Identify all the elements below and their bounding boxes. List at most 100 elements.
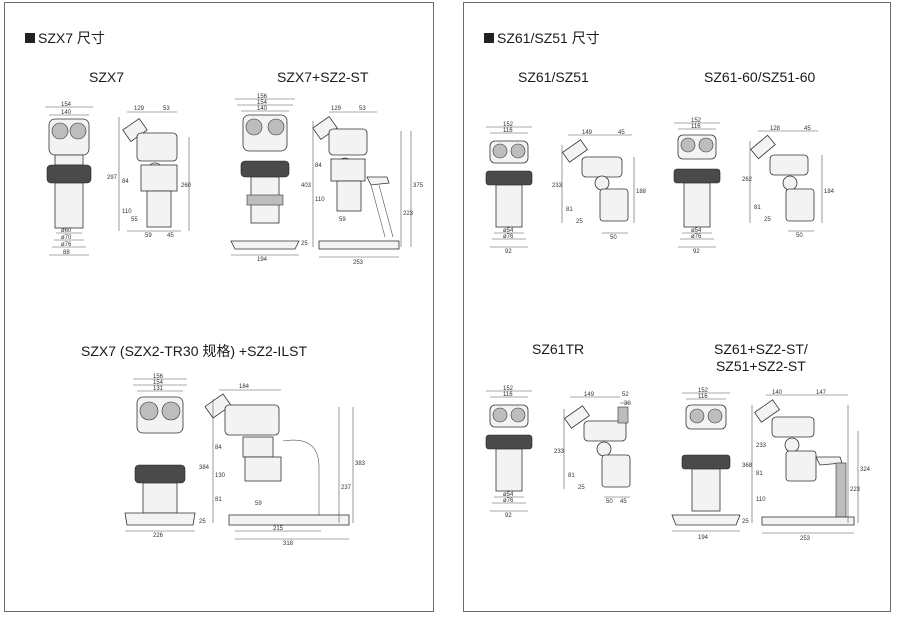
sz61-section-title-text: SZ61/SZ51 尺寸	[497, 30, 600, 46]
dim-text: 233	[552, 183, 563, 189]
dim-text: 152	[698, 388, 709, 394]
dim-text: 53	[359, 106, 366, 112]
dim-text: 223	[403, 211, 414, 217]
dim-text: 384	[199, 465, 210, 471]
dim-text: 59	[255, 501, 262, 507]
drawing-szx7-front: 154 140 ø60 ø70 ø76 88	[39, 102, 99, 263]
dim-text: 215	[273, 526, 284, 532]
model-label-szx7-st: SZX7+SZ2-ST	[277, 69, 369, 85]
dim-text: 92	[693, 249, 700, 255]
dim-text: 25	[764, 217, 771, 223]
dim-text: 260	[181, 183, 192, 189]
dim-text: 50	[610, 235, 617, 241]
dim-text: 45	[620, 499, 627, 505]
dim-text: ø76	[61, 242, 72, 248]
szx7-side-svg: 129 53 297 84 260 110 55 59 45	[107, 106, 192, 239]
dim-text: 81	[566, 207, 573, 213]
dim-text: 84	[215, 445, 222, 451]
dim-text: 156	[257, 94, 268, 100]
square-bullet-icon	[25, 33, 35, 43]
dim-text: 81	[215, 497, 222, 503]
sz61-st-side-svg: 140 147 368 233 324 81 223 110 25 253	[742, 390, 871, 542]
dim-text: 152	[503, 122, 514, 128]
dim-text: 81	[568, 473, 575, 479]
szx7-st-front-svg: 156 154 140 194	[230, 94, 300, 263]
sz61tr-side-svg: 149 52 30 233 81 25 50 45	[554, 392, 631, 505]
dim-text: 84	[315, 163, 322, 169]
dim-text: 140	[772, 390, 783, 396]
dim-text: 55	[131, 217, 138, 223]
dim-text: 92	[505, 249, 512, 255]
model-label-sz61-st-line1: SZ61+SZ2-ST/	[714, 341, 808, 357]
szx7-dimensions-panel: SZX7 尺寸 SZX7 SZX7+SZ2-ST SZX7 (SZX2-TR30…	[4, 2, 434, 612]
model-label-szx7-ilst: SZX7 (SZX2-TR30 规格) +SZ2-ILST	[81, 343, 307, 359]
dim-text: 50	[606, 499, 613, 505]
dim-text: 116	[698, 394, 708, 400]
square-bullet-icon	[484, 33, 494, 43]
dim-text: 262	[742, 177, 753, 183]
drawing-sz61-st-side: 140 147 368 233 324 81 223 110 25 253	[742, 390, 871, 542]
dim-text: 147	[816, 390, 827, 396]
dim-text: 130	[215, 473, 226, 479]
dim-text: 110	[122, 209, 132, 215]
dim-text: 233	[554, 449, 565, 455]
drawing-sz61tr-front: 152 116 ø54 ø76 92	[482, 386, 536, 519]
dim-text: 59	[145, 233, 152, 239]
dim-text: ø54	[503, 228, 514, 234]
drawing-szx7-ilst-side: 184 84 130 384 81 59 383 237 25 215 318	[199, 384, 369, 547]
dim-text: 30	[624, 401, 631, 407]
szx7-front-svg: 154 140 ø60 ø70 ø76 88	[45, 102, 93, 256]
sz61-front-svg: 152 116 ø54 ø76 92	[485, 122, 533, 255]
dim-text: 324	[860, 467, 871, 473]
drawing-sz61-front: 152 116 ø54 ø76 92	[482, 122, 536, 255]
szx7-st-side-svg: 129 53 84 403 110 59 375 223 25 253	[301, 106, 424, 266]
dim-text: 149	[584, 392, 595, 398]
sz61-60-side-svg: 128 45 262 184 81 25 50	[742, 126, 835, 239]
dim-text: ø60	[61, 228, 72, 234]
model-label-szx7: SZX7	[89, 69, 125, 85]
dim-text: 45	[618, 130, 625, 136]
dim-text: 81	[754, 205, 761, 211]
dim-text: ø76	[691, 234, 702, 240]
dim-text: 297	[107, 175, 118, 181]
dim-text: 156	[153, 374, 164, 380]
dim-text: 25	[742, 519, 749, 525]
dim-text: 110	[315, 197, 325, 203]
dim-text: 194	[257, 257, 268, 263]
sz61-dimensions-panel: SZ61/SZ51 尺寸 SZ61/SZ51 SZ61-60/SZ51-60 S…	[463, 2, 891, 612]
dim-text: 25	[199, 519, 206, 525]
dim-text: 50	[796, 233, 803, 239]
dim-text: 152	[503, 386, 514, 392]
dim-text: 59	[339, 217, 346, 223]
dim-text: ø76	[503, 498, 514, 504]
szx7-section-title: SZX7 尺寸	[25, 28, 105, 48]
dim-text: 110	[756, 497, 766, 503]
dim-text: 383	[355, 461, 366, 467]
dim-text: 154	[257, 100, 268, 106]
dim-text: ø76	[503, 234, 514, 240]
dim-text: 237	[341, 485, 352, 491]
dim-text: 318	[283, 541, 294, 547]
dim-text: 81	[756, 471, 763, 477]
dim-text: 140	[61, 110, 72, 116]
dim-text: 226	[153, 533, 164, 539]
drawing-sz61-60-side: 128 45 262 184 81 25 50	[742, 126, 836, 239]
drawing-szx7-st-side: 129 53 84 403 110 59 375 223 25 253	[301, 106, 424, 266]
dim-text: 45	[804, 126, 811, 132]
drawing-szx7-ilst-front: 156 154 131 226	[121, 374, 199, 539]
sz61-section-title: SZ61/SZ51 尺寸	[484, 28, 600, 48]
dim-text: 25	[301, 241, 308, 247]
dim-text: 253	[353, 260, 364, 266]
dim-text: 403	[301, 183, 312, 189]
dim-text: ø70	[61, 235, 72, 241]
dim-text: 375	[413, 183, 424, 189]
dim-text: 92	[505, 513, 512, 519]
dim-text: 184	[824, 189, 835, 195]
sz61tr-front-svg: 152 116 ø54 ø76 92	[485, 386, 533, 519]
dim-text: 25	[578, 485, 585, 491]
model-label-sz61tr: SZ61TR	[532, 341, 585, 357]
sz61-st-front-svg: 152 116 194	[671, 388, 741, 541]
dim-text: 129	[134, 106, 145, 112]
dim-text: 154	[61, 102, 72, 108]
dim-text: 188	[636, 189, 647, 195]
